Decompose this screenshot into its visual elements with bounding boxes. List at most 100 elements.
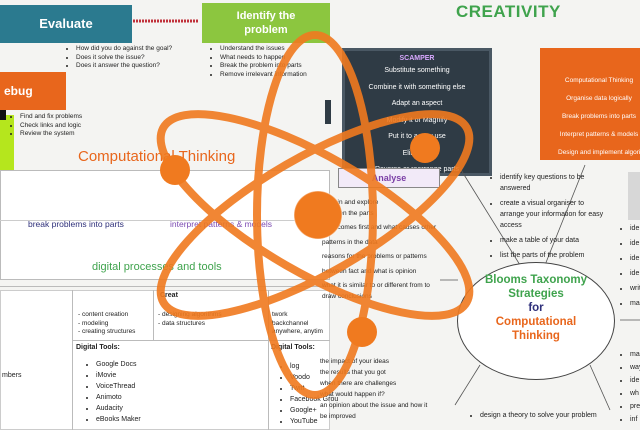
left-col1-item: - content creation [78, 311, 129, 318]
table-col-line [72, 290, 73, 430]
blooms-spokes [440, 164, 640, 411]
right-edge-list: ide ide ide ide writ ma [618, 222, 640, 312]
blooms-line5: Thinking [512, 330, 560, 342]
evaluate-lower-item: the results that you got [320, 369, 386, 376]
evaluate-lower-item: what would happen if? [320, 391, 385, 398]
table-col-line [153, 290, 154, 340]
evaluate-box: Evaluate [0, 5, 132, 43]
table-row-line [72, 340, 330, 341]
scamper-item: Combine it with something else [368, 83, 466, 91]
identify-item: Understand the issues [220, 45, 340, 54]
ct-cell-digital: digital processes and tools [92, 261, 222, 273]
debug-list: Find and fix problems Check links and lo… [10, 113, 130, 139]
debug-item: Find and fix problems [20, 113, 130, 122]
scamper-item: Adapt an aspect [391, 100, 443, 107]
ct-orange-panel: Computational Thinking Organise data log… [540, 48, 640, 160]
right-edge-item: wh [630, 387, 640, 400]
mid-col-item: anywhere, anytim [272, 328, 323, 335]
analyse-item: patterns in the data [322, 238, 378, 246]
evaluate-item: Does it solve the issue? [76, 54, 196, 63]
evaluate-lower-item: be improved [320, 413, 356, 420]
tool-item: VoiceThread [96, 382, 186, 392]
evaluate-lower-items: the impact of your ideas the results tha… [320, 356, 455, 422]
tool-item: log [290, 362, 350, 372]
ct-panel-item: Computational Thinking [564, 77, 634, 84]
chain-connector [133, 19, 199, 23]
tool-item: Animoto [96, 393, 186, 403]
debug-title: ebug [4, 84, 33, 98]
ct-table-divider [0, 220, 330, 221]
understand-item: list the parts of the problem [500, 250, 610, 261]
right-edge-item: ma [630, 297, 640, 310]
identify-item: What needs to happen [220, 54, 340, 63]
ct-panel-item: Interpret patterns & models [559, 131, 639, 138]
right-edge-item: ide [630, 374, 640, 387]
analyse-item: what comes first and what causes other [322, 224, 437, 231]
identify-item: Remove irrelevant information [220, 71, 340, 80]
analyse-item: between the parts [322, 209, 374, 217]
tool-item: YouTube [290, 417, 350, 427]
ct-panel-item: Design and implement algorithms [558, 149, 640, 156]
blooms-ellipse: Blooms Taxonomy Strategies for Computati… [457, 262, 615, 380]
scamper-item: Substitute something [384, 67, 450, 74]
understand-item: create a visual organiser to arrange you… [500, 198, 610, 231]
tool-item: eBooks Maker [96, 415, 186, 425]
left-col2-item: - data structures [158, 319, 205, 327]
right-edge-list-2: ma way ide wh pre inf [618, 348, 640, 426]
scamper-side-marker [325, 100, 331, 124]
blooms-line1: Blooms Taxonomy [484, 274, 588, 286]
right-edge-item: pre [630, 400, 640, 413]
evaluate-lower-item: when there are challenges [320, 380, 397, 387]
left-col2-head: Creat [160, 292, 178, 299]
evaluate-list: How did you do against the goal? Does it… [66, 45, 196, 71]
identify-title: Identify the problem [236, 10, 296, 36]
blooms-line2: Strategies [508, 288, 564, 300]
right-edge-gray-block [628, 172, 640, 220]
left-tools-list: Google Docs iMovie VoiceThread Animoto A… [84, 360, 186, 426]
left-col1-item: - creating structures [78, 328, 136, 335]
create-lower-item: design a theory to solve your problem [480, 410, 600, 421]
left-side-text: mbers [2, 372, 22, 379]
right-edge-item: ma [630, 348, 640, 361]
analyse-title: Analyse [371, 173, 407, 183]
tool-item: iMovie [96, 371, 186, 381]
right-edge-item: ide [630, 267, 640, 280]
debug-item: Review the system [20, 130, 130, 139]
mid-tools-label: Digital Tools: [271, 344, 315, 351]
ct-cell-break: break problems into parts [28, 219, 124, 229]
atom-icon [156, 31, 474, 399]
lower-left-table [0, 290, 330, 430]
ct-panel-item: Organise data logically [566, 95, 632, 102]
understand-item: make a table of your data [500, 235, 610, 246]
creativity-title: CREATIVITY [456, 2, 561, 21]
right-edge-item: ide [630, 252, 640, 265]
left-tools-label: Digital Tools: [76, 344, 120, 351]
right-edge-item: ide [630, 237, 640, 250]
tool-item: Google Docs [96, 360, 186, 370]
right-edge-item: writ [630, 282, 640, 295]
ct-main-title: Computational Thinking [78, 148, 236, 165]
blooms-line4: Computational [495, 316, 577, 328]
evaluate-lower-item: the impact of your ideas [320, 358, 390, 365]
understand-item: identify key questions to be answered [500, 172, 610, 194]
analyse-item: what it is similar to or different from … [322, 282, 430, 289]
evaluate-lower-item: an opinion about the issue and how it [320, 402, 428, 409]
debug-green-bar [0, 115, 14, 170]
tool-item: Voodo [290, 373, 350, 383]
tool-item: Facebook Grou [290, 395, 350, 405]
tool-item: Google+ [290, 406, 350, 416]
mid-col-items: twork backchannel anywhere, anytim [272, 311, 323, 337]
left-col1: - content creation - modeling - creating… [78, 311, 135, 337]
debug-item: Check links and logic [20, 122, 130, 131]
blooms-line3: for [528, 302, 544, 314]
debug-arrow-tick [0, 110, 6, 120]
left-col1-item: - modeling [78, 319, 109, 327]
mid-col-item: backchannel [272, 319, 309, 327]
analyse-item: explain and explore [322, 199, 379, 206]
scamper-item: Modify it or Magnify [386, 116, 448, 124]
evaluate-title: Evaluate [39, 16, 93, 31]
ct-panel-item: Break problems into parts [561, 113, 637, 120]
understand-list: identify key questions to be answered cr… [488, 172, 610, 265]
right-edge-item: ide [630, 222, 640, 235]
identify-list: Understand the issues What needs to happ… [210, 45, 340, 79]
